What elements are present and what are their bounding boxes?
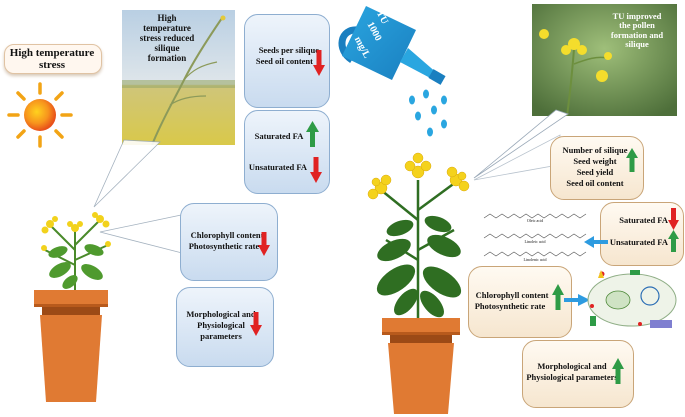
- stress-label: High temperature stress: [9, 47, 95, 72]
- photosynthesis-diagram: [587, 270, 677, 328]
- left-box-chlorophyll-line2: Photosynthetic rate: [188, 241, 260, 251]
- up-arrow-icon: [626, 148, 638, 172]
- healthy-plant: [367, 152, 470, 325]
- down-arrow-icon: [313, 50, 325, 76]
- right-photo-caption: TU improved the pollen formation and sil…: [610, 11, 664, 50]
- right-box-yield-line4: Seed oil content: [566, 178, 624, 188]
- up-arrow-icon: [306, 121, 319, 147]
- right-box-yield: [550, 136, 644, 200]
- stressed-plant: [41, 212, 111, 295]
- sun-icon: [7, 82, 73, 148]
- left-box-seeds-line2: Seed oil content: [255, 56, 313, 66]
- right-box-yield-line2: Seed weight: [573, 156, 617, 166]
- right-box-yield-line3: Seed yield: [576, 167, 614, 177]
- left-photo-caption: High temperature stress reduced silique …: [139, 13, 195, 63]
- arrow-right-icon: [564, 294, 590, 306]
- right-box-chlorophyll: [468, 266, 572, 338]
- down-arrow-icon: [668, 208, 679, 230]
- up-arrow-icon: [612, 358, 624, 384]
- fatty-acid-structures: [476, 204, 596, 268]
- right-box-chlorophyll-line1: Chlorophyll content: [475, 290, 549, 300]
- down-arrow-icon: [250, 312, 262, 336]
- right-box-morph-line2: Physiological parameters: [526, 372, 618, 382]
- watering-can-icon: [338, 6, 446, 85]
- left-box-seeds-line1: Seeds per silique: [258, 45, 319, 55]
- right-box-fa: [600, 202, 684, 266]
- right-pot: [382, 318, 460, 414]
- left-box-morph-line2: Physiological: [197, 320, 245, 330]
- left-box-morph-line1: Morphological and: [186, 309, 256, 319]
- field-photo: [122, 10, 235, 145]
- fa-linolenic: Linolenic acid: [523, 257, 547, 262]
- left-box-fa-saturated: Saturated FA: [254, 131, 304, 141]
- left-box-seeds: [244, 14, 330, 108]
- right-box-yield-line1: Number of silique: [562, 145, 628, 155]
- fa-oleic: Oleic acid: [526, 218, 544, 223]
- left-pot: [34, 290, 108, 402]
- down-arrow-icon: [258, 232, 270, 256]
- stress-label-box: [4, 44, 102, 74]
- arrow-left-icon: [584, 236, 608, 248]
- water-drops: [409, 89, 447, 137]
- down-arrow-icon: [310, 157, 322, 183]
- up-arrow-icon: [668, 230, 679, 252]
- right-box-fa-unsaturated: Unsaturated FA: [609, 237, 668, 247]
- right-box-chlorophyll-line2: Photosynthetic rate: [474, 301, 546, 311]
- right-box-morph-line1: Morphological and: [537, 361, 607, 371]
- left-box-chlorophyll-line1: Chlorophyll content: [190, 230, 264, 240]
- left-box-fa-unsaturated: Unsaturated FA: [248, 162, 308, 172]
- flower-photo: [532, 4, 677, 116]
- left-box-morph-line3: parameters: [200, 331, 242, 341]
- right-box-fa-saturated: Saturated FA: [619, 215, 668, 225]
- fa-linoleic: Linoleic acid: [524, 239, 546, 244]
- up-arrow-icon: [552, 284, 564, 310]
- right-box-morphological: [522, 340, 634, 408]
